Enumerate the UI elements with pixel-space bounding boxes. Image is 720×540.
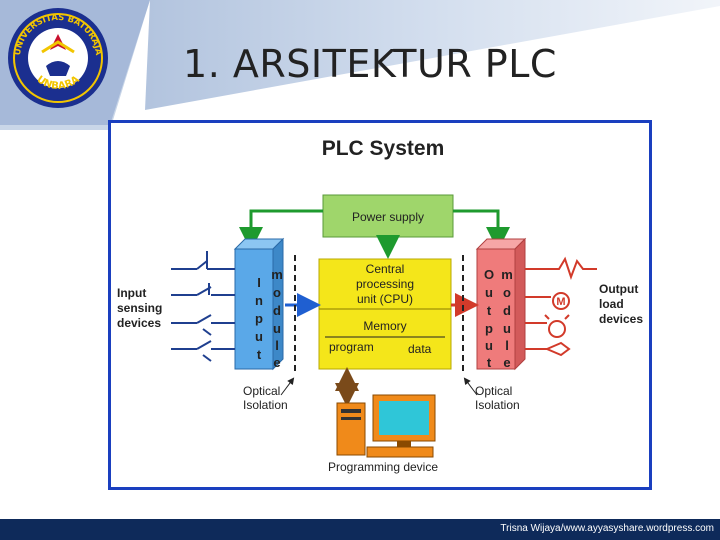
logo-text-bottom: UNBARA bbox=[34, 74, 81, 92]
memory-program-label: program bbox=[329, 340, 374, 354]
input-module-letter: o bbox=[273, 285, 281, 300]
memory-label: Memory bbox=[363, 319, 406, 333]
programming-device-icon bbox=[336, 394, 436, 458]
plc-system-figure: PLC System Power supply Central processi… bbox=[108, 120, 652, 490]
optical-isolation-left-line1: Optical bbox=[243, 384, 280, 398]
output-devices-label-line3: devices bbox=[599, 312, 643, 326]
input-devices-label-line3: devices bbox=[117, 316, 161, 330]
svg-text:UNBARA: UNBARA bbox=[34, 74, 81, 92]
output-module-letter: e bbox=[503, 355, 510, 370]
output-module-letter: u bbox=[485, 338, 493, 353]
power-supply-box bbox=[322, 194, 454, 238]
output-module-letter: o bbox=[503, 285, 511, 300]
output-module-letter: t bbox=[487, 303, 492, 318]
output-module-letter: u bbox=[485, 285, 493, 300]
memory-data-label: data bbox=[408, 342, 432, 356]
cpu-label-line2: processing bbox=[356, 277, 414, 291]
cpu-label-line3: unit (CPU) bbox=[357, 292, 413, 306]
output-module-letter: u bbox=[503, 321, 511, 336]
output-module-letter: t bbox=[487, 355, 492, 370]
programming-device-label: Programming device bbox=[328, 460, 438, 474]
output-devices-label-line1: Output bbox=[599, 282, 638, 296]
output-module-letter: d bbox=[503, 303, 511, 318]
university-logo: UNIVERSITAS BATURAJA UNBARA bbox=[8, 8, 108, 108]
input-module-letter: e bbox=[273, 355, 280, 370]
output-module-letter: O bbox=[484, 267, 494, 282]
power-line-output bbox=[453, 209, 510, 251]
plc-diagram: PLC System Power supply Central processi… bbox=[117, 137, 643, 474]
optical-isolation-right-line1: Optical bbox=[475, 384, 512, 398]
output-module-letter: m bbox=[501, 267, 513, 282]
output-devices-label-line2: load bbox=[599, 297, 624, 311]
input-switches-icon bbox=[171, 251, 235, 362]
input-module-letter: d bbox=[273, 303, 281, 318]
input-devices-label-line1: Input bbox=[117, 286, 146, 300]
input-module-letter: u bbox=[255, 329, 263, 344]
input-module-letter: m bbox=[271, 267, 283, 282]
input-module-letter: I bbox=[257, 275, 261, 290]
input-module-letter: l bbox=[275, 338, 279, 353]
input-module-box bbox=[234, 248, 274, 370]
output-module-letter: l bbox=[505, 338, 509, 353]
input-module-letter: p bbox=[255, 311, 263, 326]
power-supply-label: Power supply bbox=[352, 210, 424, 224]
output-module-letter: p bbox=[485, 321, 493, 336]
input-module-letter: t bbox=[257, 347, 262, 362]
footer-credit: Trisna Wijaya/www.ayyasyshare.wordpress.… bbox=[500, 523, 714, 534]
output-devices-icon bbox=[525, 256, 597, 357]
optical-isolation-left-line2: Isolation bbox=[243, 398, 288, 412]
optical-isolation-right-line2: Isolation bbox=[475, 398, 520, 412]
input-devices-label-line2: sensing bbox=[117, 301, 162, 315]
cpu-box bbox=[318, 258, 452, 370]
slide-title: 1. ARSITEKTUR PLC bbox=[183, 42, 557, 86]
footer-bar: Trisna Wijaya/www.ayyasyshare.wordpress.… bbox=[0, 519, 720, 540]
power-line-input bbox=[239, 209, 323, 251]
input-module-letter: u bbox=[273, 321, 281, 336]
input-module-letter: n bbox=[255, 293, 263, 308]
cpu-label-line1: Central bbox=[366, 262, 405, 276]
motor-label: M bbox=[556, 296, 565, 308]
diagram-title: PLC System bbox=[322, 137, 445, 160]
